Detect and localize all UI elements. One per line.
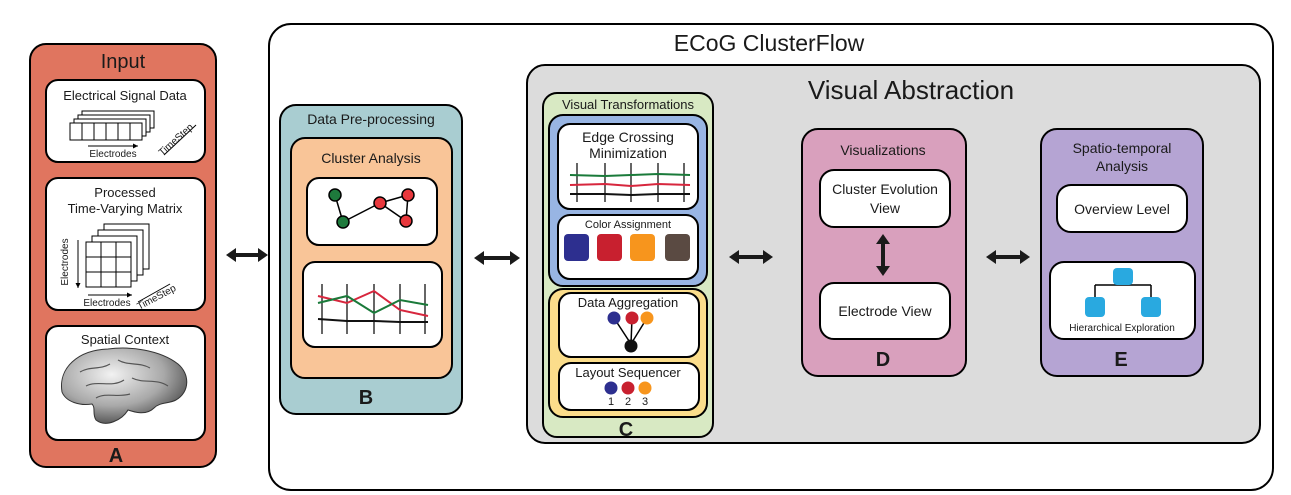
electrode-view-card: [819, 282, 951, 340]
layout-sequencer-title: Layout Sequencer: [575, 365, 681, 380]
cluster-graph-icon: [328, 188, 415, 229]
double-arrow-icon-3: [729, 250, 773, 264]
cluster-evolution-view-card: [819, 169, 951, 228]
spatiotemporal-title-line1: Spatio-temporal: [1073, 140, 1172, 156]
preprocessing-title: Data Pre-processing: [307, 111, 435, 127]
color-swatch-blue: [564, 234, 589, 261]
visual-transformations-title: Visual Transformations: [562, 97, 694, 112]
cluster-evolution-line2: View: [870, 200, 901, 216]
data-aggregation-card: [558, 292, 700, 358]
signal-grid-icon: [69, 110, 155, 141]
matrix-electrodes-x-label: Electrodes: [83, 298, 130, 309]
minimized-lines-icon: [569, 163, 691, 202]
hierarchical-exploration-card: [1049, 261, 1196, 340]
cluster-analysis-title: Cluster Analysis: [321, 150, 421, 166]
label-d: D: [876, 349, 890, 371]
color-swatch-orange: [630, 234, 655, 261]
sequencer-number-3: 3: [642, 396, 648, 408]
hierarchical-exploration-label: Hierarchical Exploration: [1069, 323, 1175, 334]
spatiotemporal-title-line2: Analysis: [1096, 158, 1148, 174]
hierarchy-tree-icon: [1085, 268, 1161, 317]
vertical-double-arrow-icon: [876, 234, 890, 276]
double-arrow-icon-4: [986, 250, 1030, 264]
matrix-stack-icon: [85, 223, 150, 288]
label-b: B: [359, 387, 373, 409]
cluster-lines-card: [302, 261, 443, 348]
label-e: E: [1114, 349, 1127, 371]
color-assignment-card: [557, 214, 699, 280]
edge-crossing-card: [557, 123, 699, 210]
data-aggregation-title: Data Aggregation: [578, 295, 678, 310]
electrical-signal-title: Electrical Signal Data: [63, 88, 187, 103]
color-swatch-brown: [665, 234, 690, 261]
cluster-graph-card: [306, 177, 438, 246]
visual-abstraction-title: Visual Abstraction: [808, 75, 1014, 105]
double-arrow-icon-1: [226, 248, 268, 262]
overview-level-label: Overview Level: [1074, 201, 1170, 217]
clusterflow-title: ECoG ClusterFlow: [674, 30, 865, 56]
matrix-timestep-arrow: [137, 283, 171, 303]
edge-crossing-title-line1: Edge Crossing: [582, 129, 674, 145]
cluster-evolution-line1: Cluster Evolution: [832, 181, 938, 197]
visualizations-title: Visualizations: [840, 142, 925, 158]
color-swatch-red: [597, 234, 622, 261]
electrode-view-label: Electrode View: [838, 303, 932, 319]
sequencer-dots: [604, 381, 652, 395]
overview-level-card: [1056, 184, 1188, 233]
spatial-context-title: Spatial Context: [81, 332, 170, 347]
sequencer-number-1: 1: [608, 396, 614, 408]
color-swatches: [564, 234, 690, 261]
double-arrow-icon-2: [474, 251, 520, 265]
matrix-electrodes-y-label: Electrodes: [60, 238, 71, 285]
color-assignment-title: Color Assignment: [585, 219, 671, 231]
edge-crossing-title-line2: Minimization: [589, 145, 667, 161]
label-c: C: [619, 419, 633, 441]
sequencer-number-2: 2: [625, 396, 631, 408]
timestep-arrow: [163, 124, 197, 156]
aggregation-tree-icon: [607, 311, 654, 353]
label-a: A: [109, 445, 123, 467]
cluster-flow-lines-icon: [317, 284, 429, 334]
processed-title-line1: Processed: [94, 185, 155, 200]
electrodes-axis-label: Electrodes: [89, 149, 136, 160]
brain-image: [61, 347, 188, 424]
processed-title-line2: Time-Varying Matrix: [68, 201, 183, 216]
input-title: Input: [101, 51, 146, 73]
